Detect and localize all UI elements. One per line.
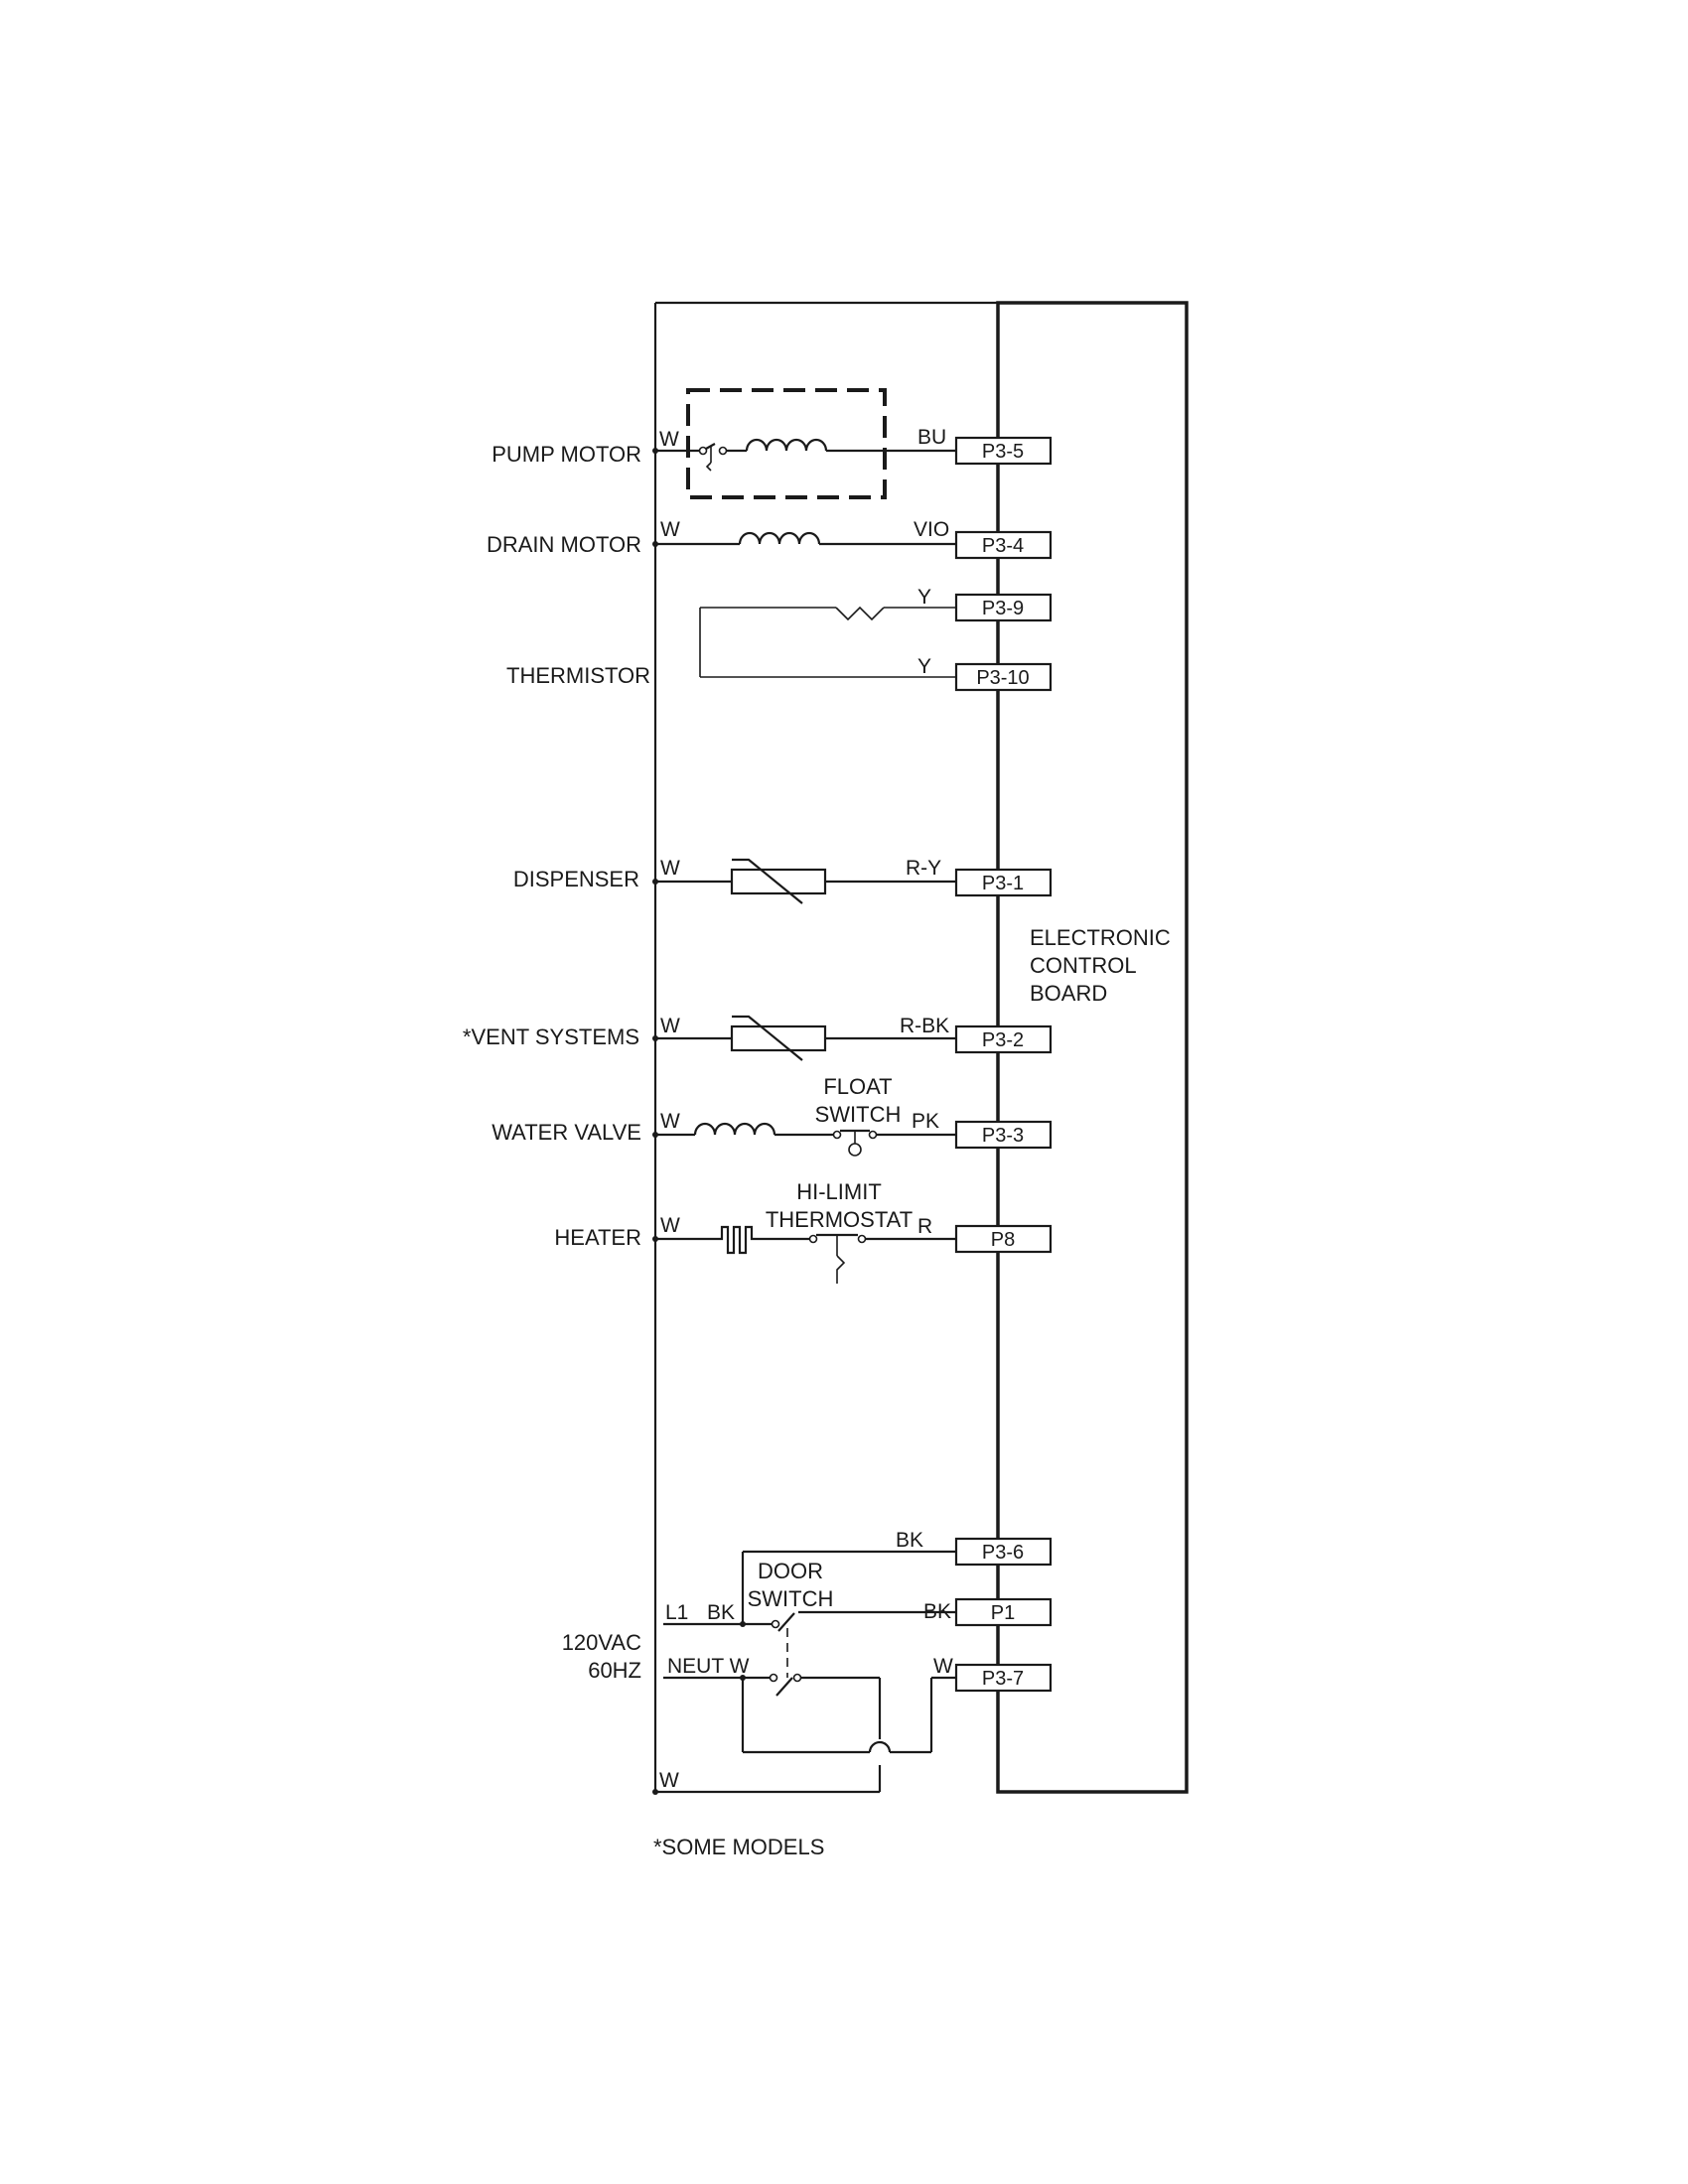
supply-voltage-label: 120VAC <box>562 1630 641 1655</box>
connector-p3-3: P3-3 <box>954 1120 1053 1150</box>
thermistor-label: THERMISTOR <box>506 663 650 688</box>
vent-bus-junction <box>652 1035 658 1041</box>
svg-text:P3-1: P3-1 <box>982 873 1024 894</box>
valve-wire-left: W <box>660 1110 680 1133</box>
neutral-label: NEUT W <box>667 1655 750 1678</box>
door-switch-label-2: SWITCH <box>748 1586 834 1611</box>
neutral-junction <box>740 1675 746 1681</box>
connector-p3-5: P3-5 <box>954 436 1053 466</box>
float-switch-label-1: FLOAT <box>823 1074 892 1099</box>
heater-label: HEATER <box>554 1225 641 1250</box>
pump-motor-label: PUMP MOTOR <box>492 442 641 467</box>
connector-p1: P1 <box>954 1597 1053 1627</box>
heater-circuit <box>655 1225 956 1284</box>
pump-motor-circuit <box>655 438 956 472</box>
heater-bus-junction <box>652 1236 658 1242</box>
svg-text:P3-9: P3-9 <box>982 598 1024 619</box>
drain-motor-label: DRAIN MOTOR <box>487 532 641 557</box>
svg-text:P3-6: P3-6 <box>982 1542 1024 1564</box>
water-valve-circuit <box>655 1122 956 1157</box>
pump-wire-left: W <box>659 428 679 451</box>
drain-wire-right: VIO <box>914 518 949 541</box>
svg-text:P1: P1 <box>991 1602 1015 1624</box>
valve-wire-right: PK <box>912 1110 939 1133</box>
door-switch-label-1: DOOR <box>758 1559 823 1583</box>
vent-circuit <box>655 1015 956 1061</box>
bottom-wire-color: W <box>659 1769 679 1792</box>
bottom-bus-junction <box>652 1789 658 1795</box>
connector-p3-9: P3-9 <box>954 593 1053 622</box>
connector-p3-4: P3-4 <box>954 530 1053 560</box>
hilimit-label-2: THERMOSTAT <box>766 1207 913 1232</box>
disp-wire-right: R-Y <box>906 857 941 880</box>
therm-wire-top: Y <box>917 586 931 609</box>
p37-wire-color: W <box>933 1655 953 1678</box>
connector-p8: P8 <box>954 1224 1053 1254</box>
dispenser-circuit <box>655 858 956 904</box>
power-door-circuit <box>655 1550 956 1794</box>
connector-p3-6: P3-6 <box>954 1537 1053 1567</box>
heater-wire-left: W <box>660 1214 680 1237</box>
l1-wire-color: BK <box>707 1601 735 1624</box>
pump-wire-right: BU <box>917 426 946 449</box>
svg-text:P3-7: P3-7 <box>982 1668 1024 1690</box>
footnote: *SOME MODELS <box>653 1835 824 1859</box>
pump-bus-junction <box>652 448 658 454</box>
therm-wire-bottom: Y <box>917 655 931 678</box>
float-switch-label-2: SWITCH <box>815 1102 902 1127</box>
drain-motor-circuit <box>655 531 956 546</box>
hilimit-label-1: HI-LIMIT <box>796 1179 882 1204</box>
l1-label: L1 <box>665 1601 688 1624</box>
connector-p3-7: P3-7 <box>954 1663 1053 1693</box>
pump-motor-enclosure <box>686 388 887 499</box>
supply-freq-label: 60HZ <box>588 1658 641 1683</box>
vent-systems-label: *VENT SYSTEMS <box>463 1024 639 1049</box>
p36-wire-color: BK <box>896 1529 923 1552</box>
board-label-3: BOARD <box>1030 981 1107 1006</box>
water-valve-label: WATER VALVE <box>492 1120 641 1145</box>
svg-text:P3-4: P3-4 <box>982 535 1024 557</box>
disp-wire-left: W <box>660 857 680 880</box>
vent-wire-left: W <box>660 1015 680 1037</box>
connector-p3-1: P3-1 <box>954 868 1053 897</box>
l1-junction <box>740 1621 746 1627</box>
valve-bus-junction <box>652 1132 658 1138</box>
thermistor-circuit <box>699 606 956 678</box>
board-label-1: ELECTRONIC <box>1030 925 1171 950</box>
drain-bus-junction <box>652 541 658 547</box>
heater-wire-right: R <box>917 1215 932 1238</box>
connector-p3-2: P3-2 <box>954 1024 1053 1054</box>
dispenser-label: DISPENSER <box>513 867 639 891</box>
svg-text:P3-3: P3-3 <box>982 1125 1024 1147</box>
svg-text:P3-2: P3-2 <box>982 1029 1024 1051</box>
svg-text:P3-10: P3-10 <box>976 667 1029 689</box>
drain-wire-left: W <box>660 518 680 541</box>
connector-p3-10: P3-10 <box>954 662 1053 692</box>
vent-wire-right: R-BK <box>900 1015 949 1037</box>
disp-bus-junction <box>652 879 658 885</box>
svg-text:P8: P8 <box>991 1229 1015 1251</box>
board-label-2: CONTROL <box>1030 953 1137 978</box>
svg-text:P3-5: P3-5 <box>982 441 1024 463</box>
